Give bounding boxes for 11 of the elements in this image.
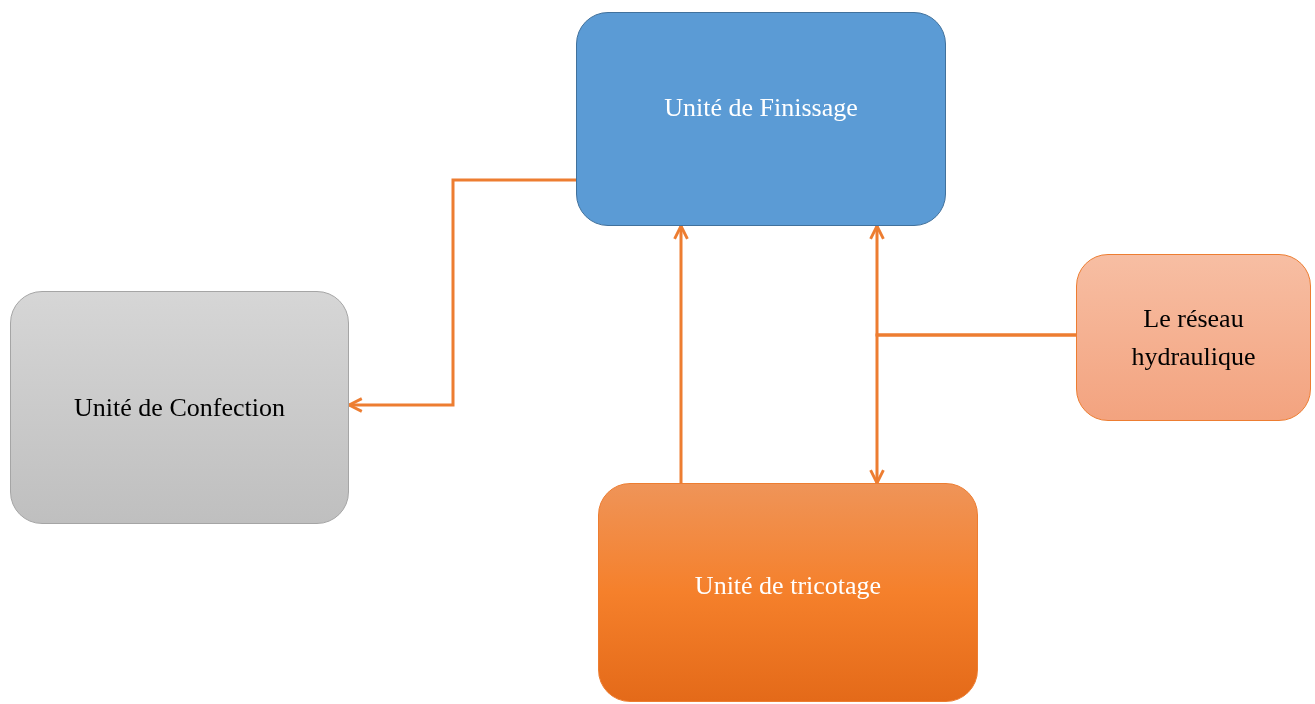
arrow [673,224,689,483]
process-box [576,12,946,226]
arrow [869,333,1076,485]
box-label: Unité de tricotage [694,569,882,602]
arrow [347,178,576,413]
process-box [598,483,978,702]
box-label: Le réseau hydraulique [1130,302,1257,373]
process-box [10,291,349,524]
process-box [1076,254,1311,421]
box-label: Unité de Finissage [664,92,858,125]
box-label: Unité de Confection [74,391,285,424]
